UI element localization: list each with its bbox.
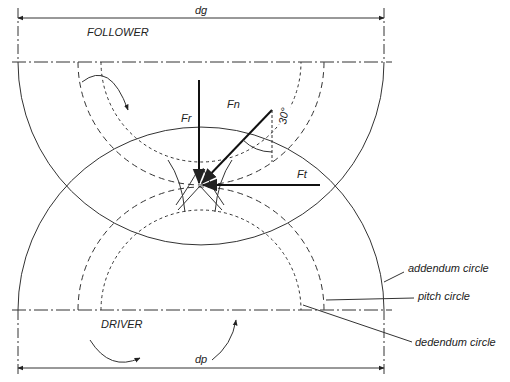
dimension-label: dp xyxy=(194,353,208,365)
leader-line xyxy=(303,305,412,342)
leader-line xyxy=(384,272,404,282)
tooth-line xyxy=(178,186,200,210)
tooth-line xyxy=(200,186,222,210)
extension-line xyxy=(18,310,19,376)
rotation-arrow xyxy=(212,320,236,360)
part-label: pitch circle xyxy=(417,290,471,302)
angle-arc xyxy=(243,140,272,152)
part-label: dedendum circle xyxy=(414,336,497,348)
driver-dedendum-arc xyxy=(101,210,301,310)
angle-label: 30° xyxy=(276,106,291,126)
force-label: Ft xyxy=(296,168,308,180)
follower-pitch-arc xyxy=(78,62,324,185)
rotation-arrow xyxy=(90,340,140,362)
center-line xyxy=(12,310,392,311)
tangential-force-arrow xyxy=(203,184,320,186)
dimension-label: dg xyxy=(194,4,208,16)
reference-line xyxy=(272,110,273,162)
radial-force-arrow xyxy=(198,80,200,183)
driver-pitch-arc xyxy=(78,187,324,310)
dimension-line xyxy=(18,368,384,369)
dimension-line xyxy=(18,18,384,19)
rotation-arrow xyxy=(82,75,128,110)
part-label: addendum circle xyxy=(407,262,490,274)
gear-name: DRIVER xyxy=(100,318,144,330)
normal-force-arrow xyxy=(202,110,272,183)
extension-line xyxy=(384,310,385,376)
tooth-profile xyxy=(203,168,224,205)
extension-line xyxy=(18,8,19,62)
follower-addendum-arc xyxy=(18,62,384,245)
gear-name: FOLLOWER xyxy=(86,26,150,38)
extension-line xyxy=(384,8,385,62)
center-line xyxy=(12,62,392,63)
force-label: Fn xyxy=(226,98,241,110)
driver-addendum-arc xyxy=(18,127,384,310)
leader-line xyxy=(326,298,414,300)
force-label: Fr xyxy=(180,112,192,124)
